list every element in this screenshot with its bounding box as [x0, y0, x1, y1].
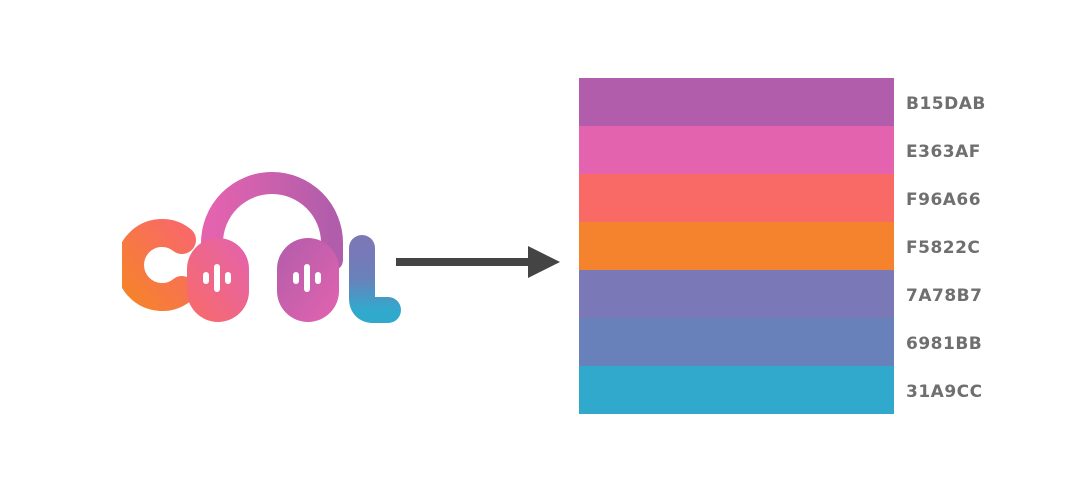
headphones-logo [116, 168, 407, 328]
color-swatch [579, 174, 894, 222]
palette-row: 31A9CC [579, 366, 1059, 414]
hex-label: 6981BB [906, 334, 983, 354]
palette-row: F5822C [579, 222, 1059, 270]
palette-row: E363AF [579, 126, 1059, 174]
hex-label: B15DAB [906, 94, 986, 114]
color-swatch [579, 366, 894, 414]
headphones-logo-icon [116, 172, 401, 323]
hex-label: 7A78B7 [906, 286, 983, 306]
arrow-right-icon [396, 246, 560, 278]
color-swatch [579, 126, 894, 174]
color-swatch [579, 78, 894, 126]
palette-row: 6981BB [579, 318, 1059, 366]
palette-row: 7A78B7 [579, 270, 1059, 318]
arrow [392, 238, 562, 286]
hex-label: F5822C [906, 238, 981, 258]
color-swatch [579, 318, 894, 366]
color-swatch [579, 222, 894, 270]
color-palette: B15DAB E363AF F96A66 F5822C 7A78B7 6981B… [579, 78, 1059, 414]
color-swatch [579, 270, 894, 318]
arrow-shaft [396, 258, 536, 266]
hex-label: F96A66 [906, 190, 982, 210]
palette-row: F96A66 [579, 174, 1059, 222]
hex-label: 31A9CC [906, 382, 983, 402]
arrow-head [528, 246, 560, 278]
palette-row: B15DAB [579, 78, 1059, 126]
hex-label: E363AF [906, 142, 981, 162]
